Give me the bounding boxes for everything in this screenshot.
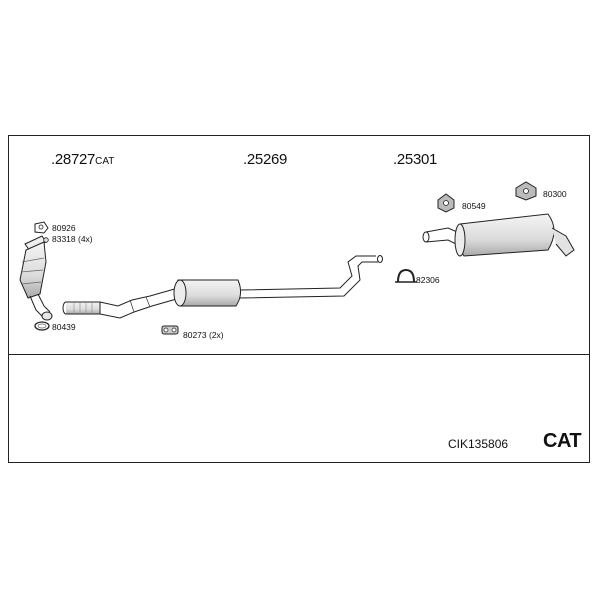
part-number: .25301 bbox=[393, 151, 438, 168]
fitting-label-80549[interactable]: 80549 bbox=[462, 201, 486, 211]
middle-silencer-part[interactable] bbox=[62, 255, 383, 319]
rear-silencer-part[interactable] bbox=[422, 213, 575, 257]
diagram-frame bbox=[8, 135, 590, 463]
part-label-middle-silencer[interactable]: .25269 bbox=[243, 152, 287, 167]
hanger-80300-icon[interactable] bbox=[515, 181, 537, 201]
rubber-mount-80273-icon[interactable] bbox=[161, 325, 179, 335]
gasket-80926-icon[interactable] bbox=[34, 221, 49, 234]
kit-number: CIK135806 bbox=[448, 437, 509, 451]
category-code: CAT bbox=[543, 430, 582, 452]
part-number: .28727 bbox=[51, 151, 96, 168]
part-label-rear-silencer[interactable]: .25301 bbox=[393, 152, 437, 167]
fitting-label-80926[interactable]: 80926 bbox=[52, 223, 76, 233]
fitting-label-80273[interactable]: 80273 (2x) bbox=[183, 330, 224, 340]
nut-83318-icon[interactable] bbox=[43, 237, 49, 243]
hanger-80549-icon[interactable] bbox=[437, 193, 455, 213]
frame-divider bbox=[8, 354, 590, 355]
fitting-label-82306[interactable]: 82306 bbox=[416, 275, 440, 285]
u-clamp-82306-icon[interactable] bbox=[395, 268, 417, 283]
part-suffix: CAT bbox=[95, 156, 115, 167]
clamp-80439-icon[interactable] bbox=[34, 321, 50, 331]
catalytic-converter-part[interactable] bbox=[19, 235, 53, 321]
part-label-catalytic-converter[interactable]: .28727CAT bbox=[51, 152, 114, 167]
fitting-label-80300[interactable]: 80300 bbox=[543, 189, 567, 199]
part-number: .25269 bbox=[243, 151, 288, 168]
fitting-label-83318[interactable]: 83318 (4x) bbox=[52, 234, 93, 244]
fitting-label-80439[interactable]: 80439 bbox=[52, 322, 76, 332]
